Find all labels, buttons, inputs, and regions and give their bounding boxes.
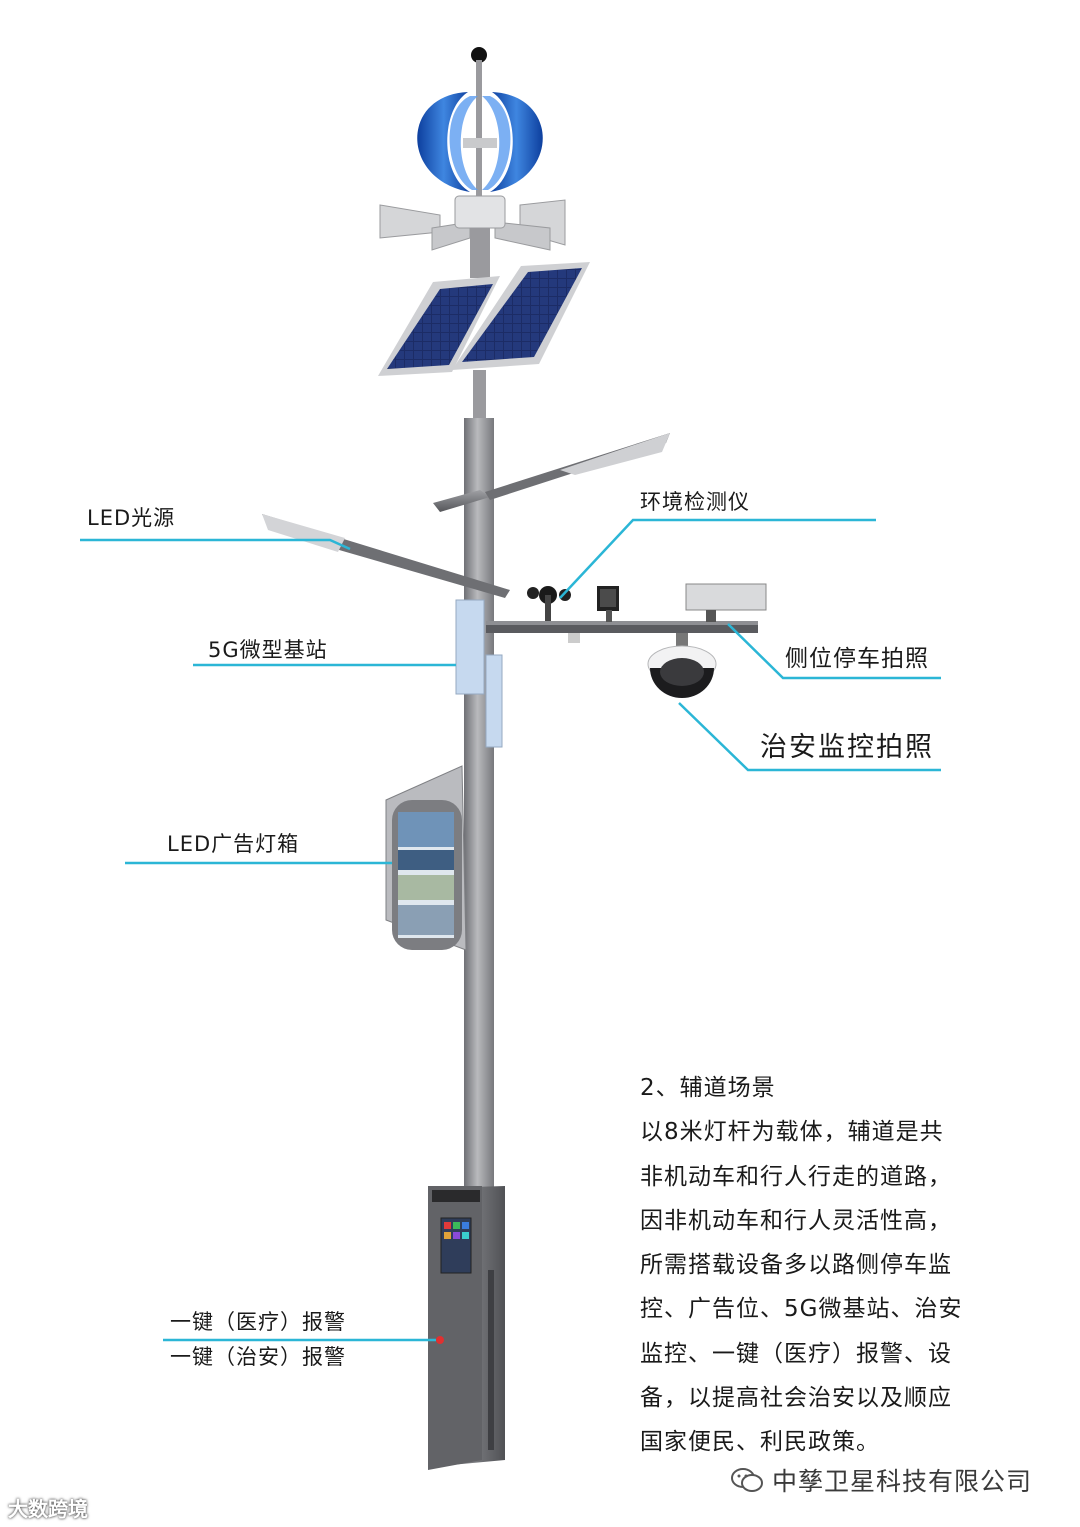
label-ad-lightbox: LED广告灯箱 bbox=[167, 834, 299, 855]
base-cabinet bbox=[428, 1186, 505, 1470]
solar-panels bbox=[378, 262, 590, 376]
description-line: 监控、一键（医疗）报警、设 bbox=[640, 1332, 985, 1376]
description-block: 2、辅道场景 以8米灯杆为载体，辅道是共 非机动车和行人行走的道路， 因非机动车… bbox=[640, 1066, 985, 1465]
description-line: 以8米灯杆为载体，辅道是共 bbox=[640, 1110, 985, 1154]
wechat-icon bbox=[730, 1466, 764, 1494]
wind-turbine bbox=[417, 47, 543, 210]
description-line: 控、广告位、5G微基站、治安 bbox=[640, 1287, 985, 1331]
label-security-camera: 治安监控拍照 bbox=[760, 734, 934, 761]
sensor-arm bbox=[486, 584, 766, 698]
label-led-light: LED光源 bbox=[87, 508, 175, 529]
description-line: 非机动车和行人行走的道路， bbox=[640, 1155, 985, 1199]
watermark-left: 大数跨境 bbox=[8, 1493, 88, 1522]
watermark-right: 中孳卫星科技有限公司 bbox=[730, 1462, 1032, 1498]
description-heading: 2、辅道场景 bbox=[640, 1066, 985, 1110]
label-alarm-security: 一键（治安）报警 bbox=[170, 1347, 346, 1368]
description-line: 所需搭载设备多以路侧停车监 bbox=[640, 1243, 985, 1287]
description-line: 国家便民、利民政策。 bbox=[640, 1420, 985, 1464]
led-ad-lightbox bbox=[386, 766, 466, 950]
label-env-monitor: 环境检测仪 bbox=[640, 492, 750, 513]
label-side-parking: 侧位停车拍照 bbox=[785, 648, 929, 671]
description-line: 因非机动车和行人灵活性高， bbox=[640, 1199, 985, 1243]
description-line: 备，以提高社会治安以及顺应 bbox=[640, 1376, 985, 1420]
label-alarm-medical: 一键（医疗）报警 bbox=[170, 1312, 346, 1333]
company-name: 中孳卫星科技有限公司 bbox=[772, 1462, 1032, 1498]
label-5g-base-station: 5G微型基站 bbox=[208, 640, 328, 661]
